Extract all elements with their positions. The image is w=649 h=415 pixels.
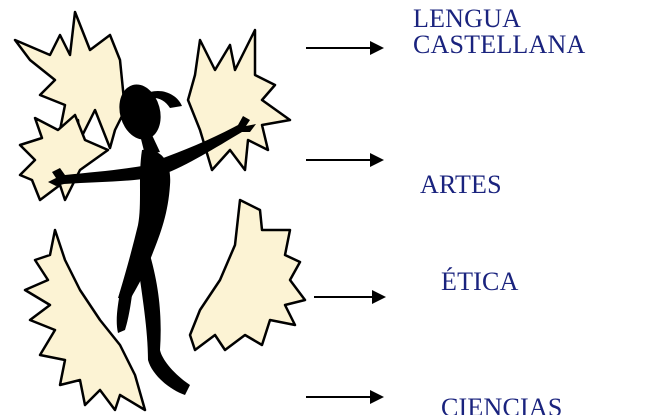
subject-label-lengua-castellana: LENGUA CASTELLANA [413,6,585,58]
arrow-right-icon [314,290,386,304]
spark-lower-right [188,198,307,352]
arrow-right-icon [306,153,384,167]
subject-label-artes: ARTES [420,170,502,199]
subject-label-etica: ÉTICA [441,267,519,296]
subject-line-1: LENGUA [413,4,522,33]
arrow-right-icon [306,41,384,55]
person-silhouette [48,84,256,395]
subject-line-2: CASTELLANA [413,30,586,59]
arrow-right-icon [306,390,384,404]
spark-upper-right [186,28,292,172]
excited-person-clipart-icon [13,10,307,412]
spark-left-middle [18,113,110,202]
subject-label-ciencias: CIENCIAS [441,393,563,415]
spark-lower-left [23,228,147,412]
